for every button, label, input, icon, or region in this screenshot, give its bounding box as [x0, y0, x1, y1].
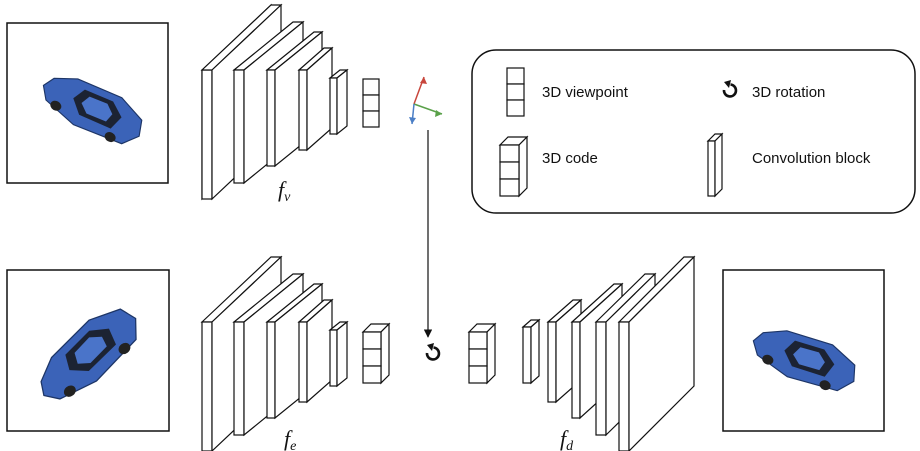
- 3d-axes-icon: [409, 76, 443, 125]
- conv-block: [328, 320, 349, 388]
- legend-conv-block-icon: [706, 132, 724, 198]
- encoder-label: fe: [284, 426, 296, 451]
- viewpoint-vector: [362, 78, 380, 128]
- rotation-icon: [722, 80, 738, 98]
- conv-block: [521, 318, 541, 385]
- legend-rotation-label: 3D rotation: [752, 84, 825, 101]
- conv-block: [328, 68, 349, 136]
- legend: 3D viewpoint 3D rotation 3D code Convolu…: [471, 49, 916, 214]
- legend-viewpoint-icon: [506, 67, 525, 117]
- conv-block: [297, 298, 334, 404]
- input-image-top: [6, 22, 169, 184]
- legend-viewpoint-label: 3D viewpoint: [542, 84, 629, 101]
- output-image: [722, 269, 885, 432]
- rotation-operator-icon: [425, 343, 441, 361]
- conv-block: [617, 255, 696, 451]
- legend-conv-label: Convolution block: [752, 150, 871, 167]
- viewpoint-encoder: [200, 3, 380, 201]
- encoder: [200, 255, 391, 451]
- viewpoint-encoder-label: fv: [278, 177, 291, 205]
- 3d-code: [361, 322, 391, 385]
- rotated-3d-code: [467, 322, 497, 385]
- decoder: [467, 255, 696, 451]
- input-image-bottom: [6, 269, 170, 432]
- legend-3d-code-label: 3D code: [542, 150, 598, 167]
- decoder-label: fd: [560, 426, 574, 451]
- legend-3d-code-icon: [498, 135, 529, 198]
